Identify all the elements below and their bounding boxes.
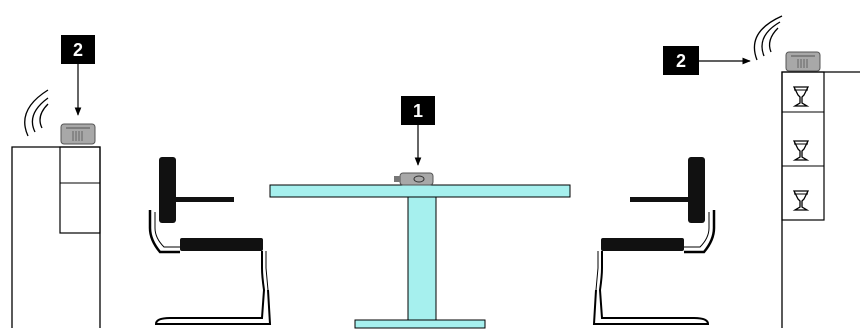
table-device-callout: 1 (401, 96, 435, 165)
right-wireless-device (786, 52, 820, 71)
left-wireless-device (61, 124, 95, 144)
right-wifi-arc-icon (754, 16, 782, 60)
table (270, 185, 570, 328)
left-chair (150, 157, 270, 324)
right-cabinet (782, 72, 860, 328)
label-2-right: 2 (676, 51, 686, 71)
label-2-left: 2 (73, 40, 83, 60)
wine-glass-icon (794, 141, 808, 160)
left-wifi-arc-icon (25, 90, 48, 136)
wine-glass-icon (794, 87, 808, 106)
label-1: 1 (413, 101, 423, 121)
left-device-callout: 2 (61, 35, 95, 115)
table-wireless-device (394, 173, 433, 185)
left-cabinet (12, 147, 100, 328)
wine-glass-icon (794, 191, 808, 210)
right-device-callout: 2 (663, 46, 750, 75)
right-chair (594, 157, 714, 324)
